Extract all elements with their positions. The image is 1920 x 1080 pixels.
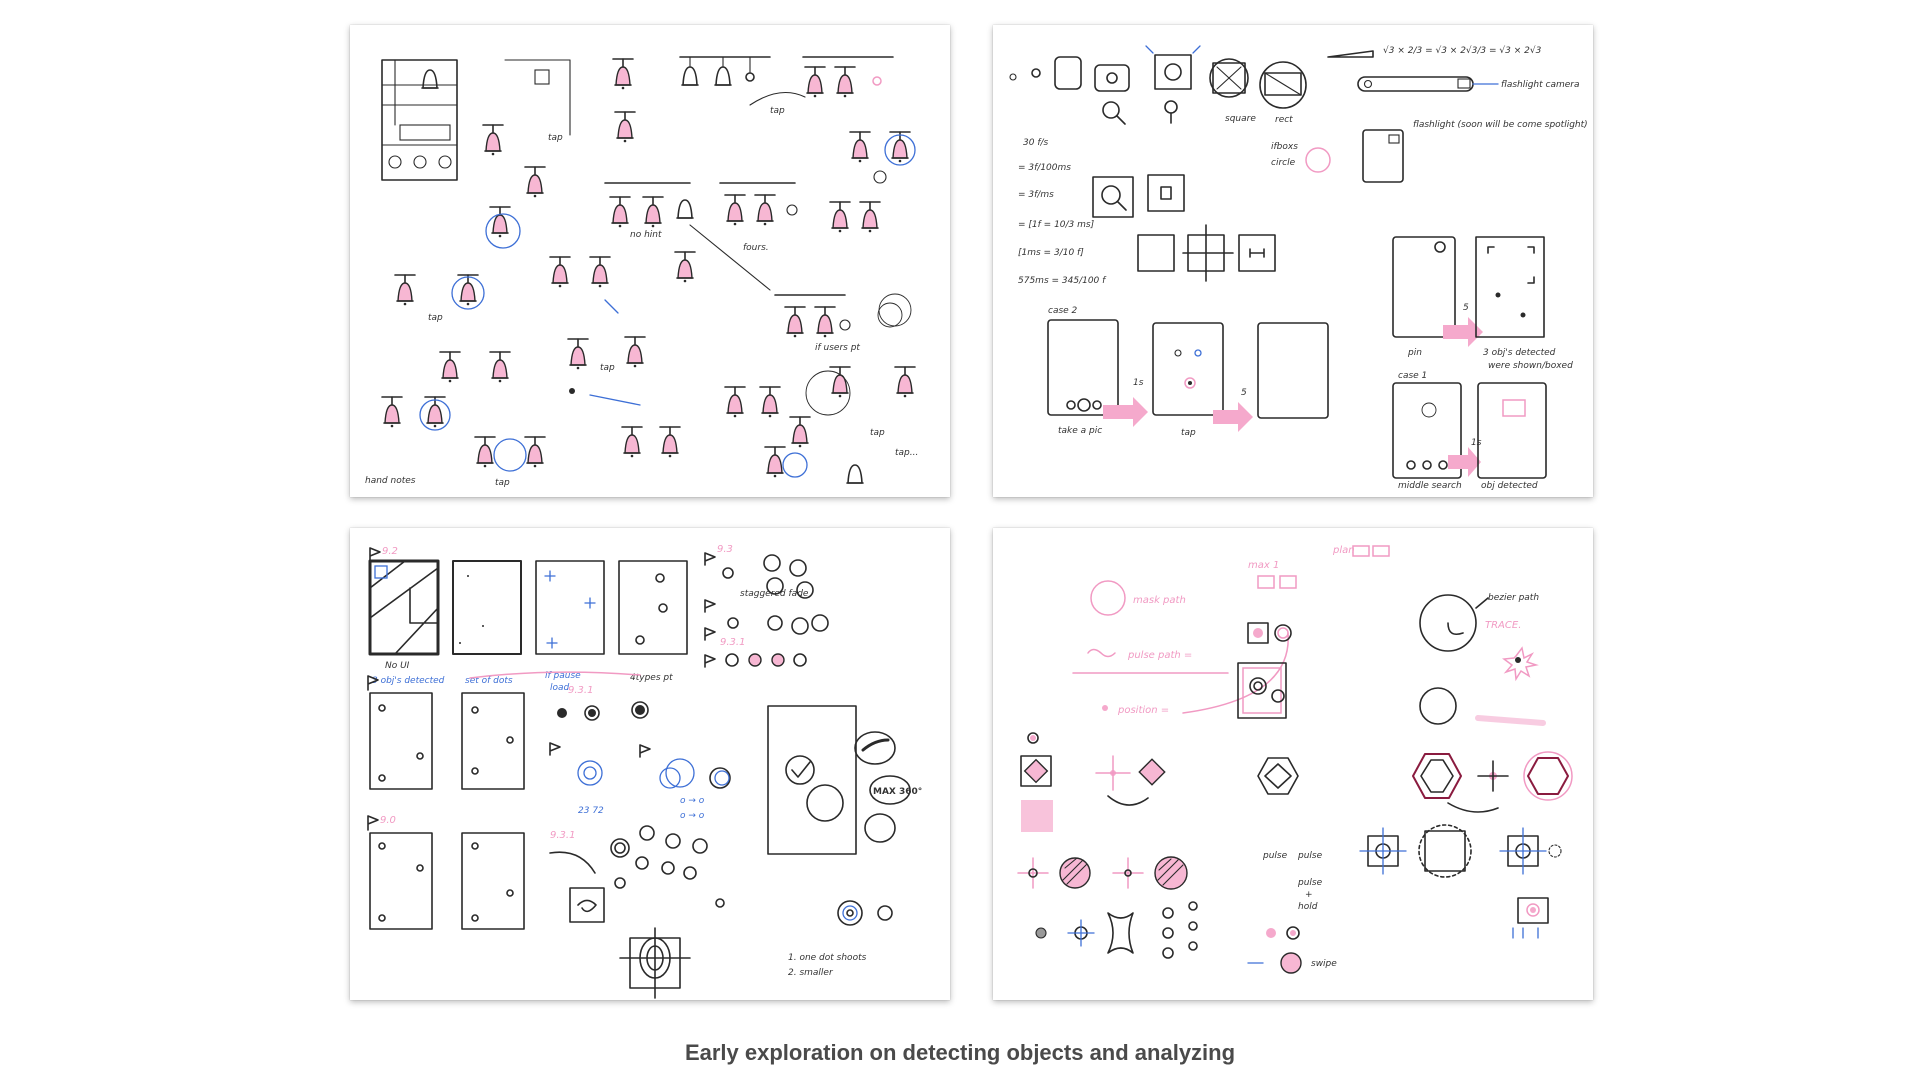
svg-text:pulse: pulse — [1297, 878, 1323, 888]
svg-text:1s: 1s — [1471, 438, 1482, 448]
svg-text:23 72: 23 72 — [578, 806, 604, 816]
svg-text:4types pt: 4types pt — [630, 673, 673, 683]
svg-text:obj detected: obj detected — [1481, 481, 1538, 491]
svg-text:9.3.1: 9.3.1 — [720, 637, 745, 648]
svg-text:tap: tap — [770, 106, 785, 116]
svg-text:pulse: pulse — [1262, 851, 1288, 861]
svg-text:case 2: case 2 — [1048, 306, 1078, 316]
svg-text:fours.: fours. — [743, 243, 769, 253]
svg-text:case 1: case 1 — [1398, 371, 1427, 381]
svg-text:bezier path: bezier path — [1488, 593, 1539, 603]
svg-text:swipe: swipe — [1311, 959, 1337, 969]
motion-paths-drawing: mask path pulse path = position = max 1 … — [1017, 545, 1573, 974]
sketch-sheet-dot-states: 9.2 No UI 3 obj's detected set of dots i… — [350, 528, 950, 1000]
svg-text:tap: tap — [548, 133, 563, 143]
svg-text:TRACE.: TRACE. — [1485, 620, 1521, 631]
svg-text:9.3.1: 9.3.1 — [568, 685, 593, 696]
lamp-sketch-drawing: tap tap no hint fours. tap tap if users … — [365, 56, 918, 488]
svg-text:flashlight camera: flashlight camera — [1501, 80, 1580, 90]
svg-text:load: load — [550, 683, 570, 693]
svg-text:o → o: o → o — [680, 796, 705, 806]
svg-text:No UI: No UI — [385, 661, 410, 671]
svg-text:575ms = 345/100 f: 575ms = 345/100 f — [1018, 276, 1107, 286]
svg-text:take a pic: take a pic — [1058, 426, 1102, 436]
svg-text:tap: tap — [428, 313, 443, 323]
svg-text:= 3f/100ms: = 3f/100ms — [1018, 163, 1071, 173]
svg-text:9.3: 9.3 — [717, 544, 733, 555]
svg-text:pulse: pulse — [1297, 851, 1323, 861]
svg-text:3 obj's detected: 3 obj's detected — [1483, 348, 1556, 358]
svg-text:3 obj's detected: 3 obj's detected — [372, 676, 445, 686]
svg-text:tap...: tap... — [895, 448, 918, 458]
svg-text:flashlight (soon will be come: flashlight (soon will be come spotlight) — [1413, 120, 1588, 130]
svg-text:[1ms = 3/10 f]: [1ms = 3/10 f] — [1018, 248, 1084, 258]
svg-text:if users pt: if users pt — [815, 343, 860, 353]
svg-text:+: + — [1305, 890, 1313, 900]
camera-sketch-drawing: square rect √3 × 2/3 = √3 × 2√3/3 = √3 ×… — [1009, 45, 1588, 491]
svg-text:were shown/boxed: were shown/boxed — [1488, 361, 1573, 371]
svg-text:max 1: max 1 — [1248, 560, 1279, 571]
svg-text:pin: pin — [1407, 348, 1422, 358]
svg-text:MAX 360°: MAX 360° — [873, 787, 922, 797]
svg-text:plan: plan — [1332, 545, 1355, 556]
figure-caption: Early exploration on detecting objects a… — [684, 1040, 1236, 1065]
svg-text:rect: rect — [1275, 115, 1293, 125]
svg-text:mask path: mask path — [1133, 595, 1186, 606]
sketch-sheet-camera-frames: square rect √3 × 2/3 = √3 × 2√3/3 = √3 ×… — [993, 25, 1593, 497]
svg-text:if pause: if pause — [545, 671, 581, 681]
svg-text:30 f/s: 30 f/s — [1023, 138, 1049, 148]
svg-text:pulse path =: pulse path = — [1127, 650, 1192, 661]
svg-text:= [1f = 10/3 ms]: = [1f = 10/3 ms] — [1018, 220, 1095, 230]
dot-states-drawing: 9.2 No UI 3 obj's detected set of dots i… — [367, 544, 922, 999]
svg-text:hold: hold — [1298, 902, 1318, 912]
svg-text:9.3.1: 9.3.1 — [550, 830, 575, 841]
svg-text:tap: tap — [870, 428, 885, 438]
svg-text:circle: circle — [1271, 158, 1296, 168]
sketch-sheet-lamp-interaction: tap tap no hint fours. tap tap if users … — [350, 25, 950, 497]
svg-text:√3 × 2/3 = √3 × 2√3/3 = √3 × 2: √3 × 2/3 = √3 × 2√3/3 = √3 × 2√3 — [1383, 45, 1542, 56]
svg-text:1. one dot shoots: 1. one dot shoots — [788, 953, 867, 963]
svg-text:5: 5 — [1241, 388, 1247, 398]
svg-text:ifboxs: ifboxs — [1271, 142, 1298, 152]
svg-text:hand notes: hand notes — [365, 476, 416, 486]
svg-text:= 3f/ms: = 3f/ms — [1018, 190, 1054, 200]
svg-text:tap: tap — [600, 363, 615, 373]
svg-text:no hint: no hint — [630, 230, 662, 240]
svg-text:5: 5 — [1463, 303, 1469, 313]
svg-text:set of dots: set of dots — [465, 676, 513, 686]
svg-text:o → o: o → o — [680, 811, 705, 821]
svg-text:middle search: middle search — [1398, 481, 1462, 491]
svg-text:tap: tap — [495, 478, 510, 488]
svg-text:1s: 1s — [1133, 378, 1144, 388]
svg-text:position =: position = — [1117, 705, 1169, 716]
svg-text:9.0: 9.0 — [380, 815, 396, 826]
svg-text:2. smaller: 2. smaller — [788, 968, 834, 978]
svg-text:square: square — [1225, 114, 1256, 124]
sketch-sheet-motion-paths: mask path pulse path = position = max 1 … — [993, 528, 1593, 1000]
svg-text:9.2: 9.2 — [382, 546, 398, 557]
svg-text:tap: tap — [1181, 428, 1196, 438]
